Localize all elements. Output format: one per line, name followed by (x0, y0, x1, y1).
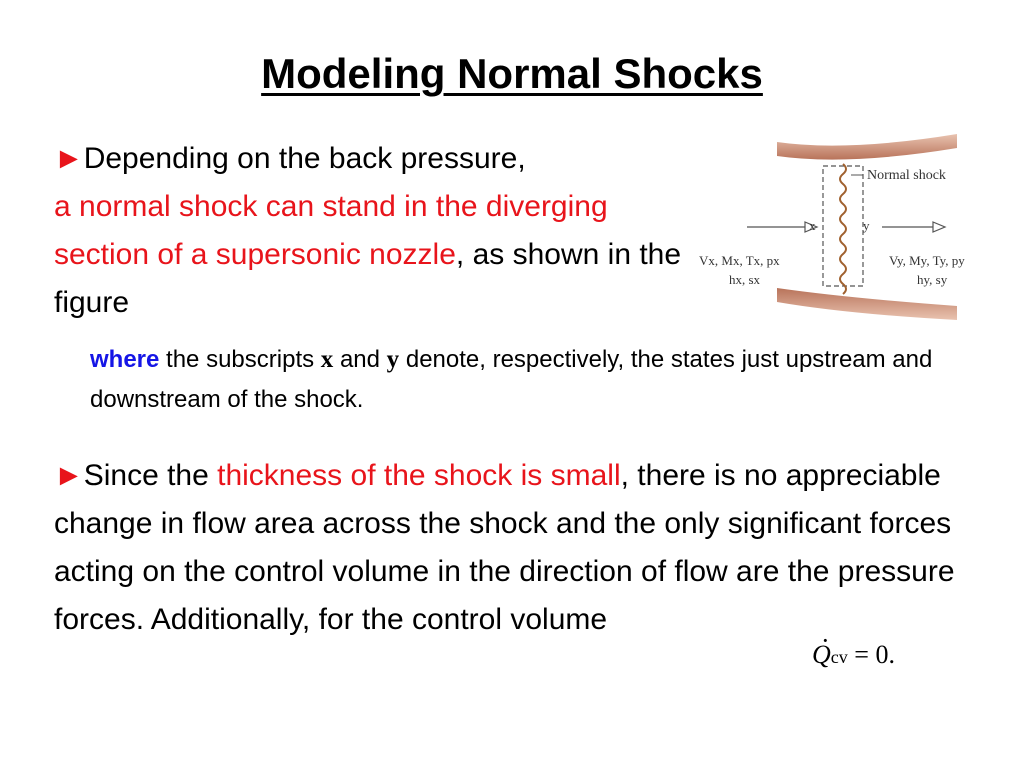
nozzle-top-wall (777, 134, 957, 160)
q-letter: Q (812, 640, 831, 669)
slide-title: Modeling Normal Shocks (261, 50, 763, 97)
subscript-note: where the subscripts x and y denote, res… (90, 340, 990, 420)
downstream-state-line1: Vy, My, Ty, py (889, 253, 965, 268)
q-dot: · (821, 626, 830, 655)
bullet-1-text-a: Depending on the back pressure, (83, 142, 526, 175)
note-text-1: the subscripts (159, 346, 321, 373)
where-keyword: where (90, 346, 160, 373)
upstream-state-line1: Vx, Mx, Tx, px (699, 253, 780, 268)
bullet-2: ►Since the thickness of the shock is sma… (54, 452, 1004, 644)
bullet-2-text-b: , there is no appreciable change in flow… (54, 459, 955, 636)
equation-rest: = 0. (847, 640, 895, 669)
upstream-state-line2: hx, sx (729, 272, 761, 287)
control-volume-box (822, 165, 864, 287)
bullet-arrow-icon: ► (54, 142, 84, 175)
q-subscript: cv (830, 647, 848, 667)
nozzle-figure: Normal shock x y Vx, Mx, Tx, px hx, sx V… (697, 130, 997, 335)
bullet-1-highlight: a normal shock can stand in the divergin… (54, 190, 608, 271)
bullet-1: ►Depending on the back pressure, a norma… (54, 135, 704, 327)
note-text-2: and (333, 346, 387, 373)
q-symbol: ·Q (812, 626, 831, 669)
normal-shock-label: Normal shock (867, 168, 946, 183)
shock-wave (839, 163, 847, 295)
subscript-x: x (320, 346, 334, 373)
bullet-1-text-b: , as shown in the figure (54, 238, 682, 319)
note-text-3: denote, respectively, the states just up… (90, 346, 933, 413)
subscript-y: y (386, 346, 400, 373)
bullet-arrow-icon: ► (54, 459, 84, 492)
downstream-state-line2: hy, sy (917, 272, 948, 287)
bullet-2-highlight: thickness of the shock is small (217, 459, 621, 492)
label-x: x (809, 218, 816, 233)
heat-transfer-equation: ·Qcv = 0. (812, 626, 895, 670)
bullet-2-text-a: Since the (83, 459, 218, 492)
nozzle-bottom-wall (777, 288, 957, 320)
label-y: y (863, 218, 870, 233)
nozzle-diagram: Normal shock x y Vx, Mx, Tx, px hx, sx V… (699, 134, 965, 320)
